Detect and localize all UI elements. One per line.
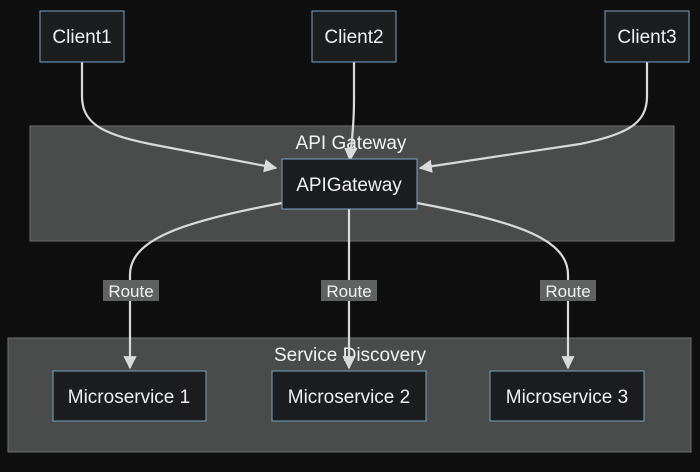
edge-label-route-2-bg (321, 280, 377, 301)
edge-label-route-3: Route (540, 280, 596, 301)
client3-node-box[interactable] (604, 10, 690, 63)
edge-client1-to-gateway (80, 62, 278, 173)
client2-node-label: Client2 (324, 27, 383, 48)
microservice1-node[interactable]: Microservice 1 (52, 370, 207, 422)
edge-label-route-3-bg (540, 280, 596, 301)
edge-gateway-to-microservice3 (416, 201, 575, 370)
edge-client3-to-gateway (418, 62, 649, 173)
client2-node-box[interactable] (311, 10, 397, 63)
microservice1-node-box[interactable] (52, 370, 207, 422)
microservice2-node[interactable]: Microservice 2 (271, 370, 427, 422)
client3-node-label: Client3 (617, 27, 676, 48)
client1-node-box[interactable] (39, 10, 125, 63)
edge-gateway-to-microservice1 (123, 201, 283, 370)
api-gateway-node-label: APIGateway (296, 175, 402, 196)
client3-node[interactable]: Client3 (604, 10, 690, 63)
edge-label-route-2: Route (321, 280, 377, 301)
api-gateway-node-box[interactable] (281, 158, 418, 210)
microservice3-node-box[interactable] (489, 370, 645, 422)
client1-node-label: Client1 (52, 27, 111, 48)
microservice1-node-label: Microservice 1 (68, 387, 190, 408)
microservice3-node-label: Microservice 3 (506, 387, 628, 408)
edge-label-route-1-text: Route (108, 282, 153, 301)
edge-label-route-1: Route (103, 280, 159, 301)
api-gateway-node[interactable]: APIGateway (281, 158, 418, 210)
client2-node[interactable]: Client2 (311, 10, 397, 63)
microservice2-node-box[interactable] (271, 370, 427, 422)
edge-label-route-2-text: Route (326, 282, 371, 301)
service-discovery-cluster-title: Service Discovery (274, 345, 427, 366)
microservice3-node[interactable]: Microservice 3 (489, 370, 645, 422)
client1-node[interactable]: Client1 (39, 10, 125, 63)
microservice2-node-label: Microservice 2 (288, 387, 410, 408)
edge-client2-to-gateway (344, 62, 358, 162)
edge-label-route-3-text: Route (545, 282, 590, 301)
edge-label-route-1-bg (103, 280, 159, 301)
